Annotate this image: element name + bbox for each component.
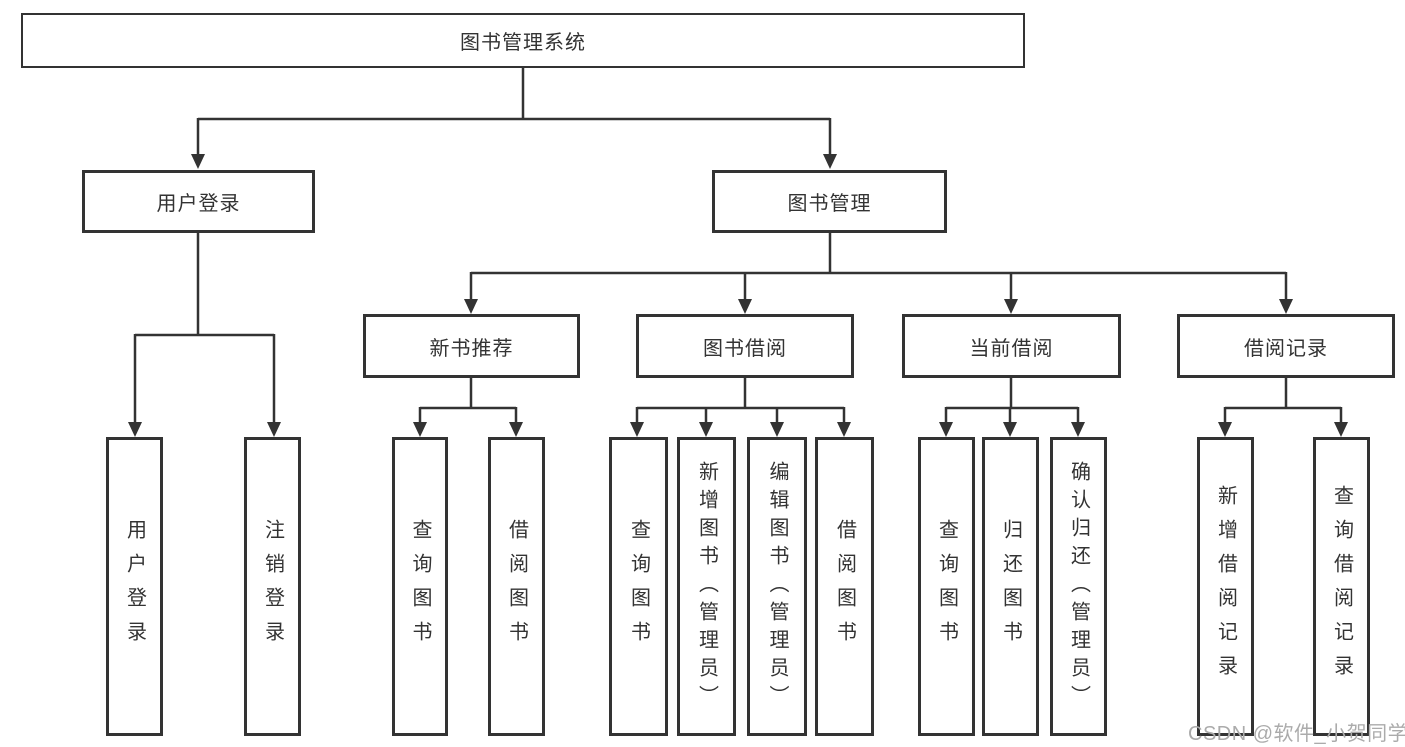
node-book-management: 图书管理 [712,170,947,233]
leaf-query-borrow-record: 查询借阅记录 [1313,437,1370,736]
leaf-add-borrow-record: 新增借阅记录 [1197,437,1254,736]
leaf-query-books-recommend: 查询图书 [392,437,448,736]
node-book-borrowing: 图书借阅 [636,314,854,378]
csdn-watermark: CSDN @软件_小贺同学 [1188,723,1405,745]
leaf-logout: 注销登录 [244,437,301,736]
leaf-borrow-books-recommend: 借阅图书 [488,437,545,736]
leaf-borrow-books: 借阅图书 [815,437,874,736]
node-current-borrowing: 当前借阅 [902,314,1121,378]
leaf-user-login: 用户登录 [106,437,163,736]
leaf-add-books-admin: 新增图书（管理员） [677,437,736,736]
node-user-login: 用户登录 [82,170,315,233]
leaf-confirm-return-admin: 确认归还（管理员） [1050,437,1107,736]
node-new-book-recommendation: 新书推荐 [363,314,580,378]
leaf-return-books: 归还图书 [982,437,1039,736]
leaf-query-books-current: 查询图书 [918,437,975,736]
leaf-edit-books-admin: 编辑图书（管理员） [747,437,807,736]
node-library-management-system: 图书管理系统 [21,13,1025,68]
leaf-query-books-borrowing: 查询图书 [609,437,668,736]
node-borrowing-records: 借阅记录 [1177,314,1395,378]
